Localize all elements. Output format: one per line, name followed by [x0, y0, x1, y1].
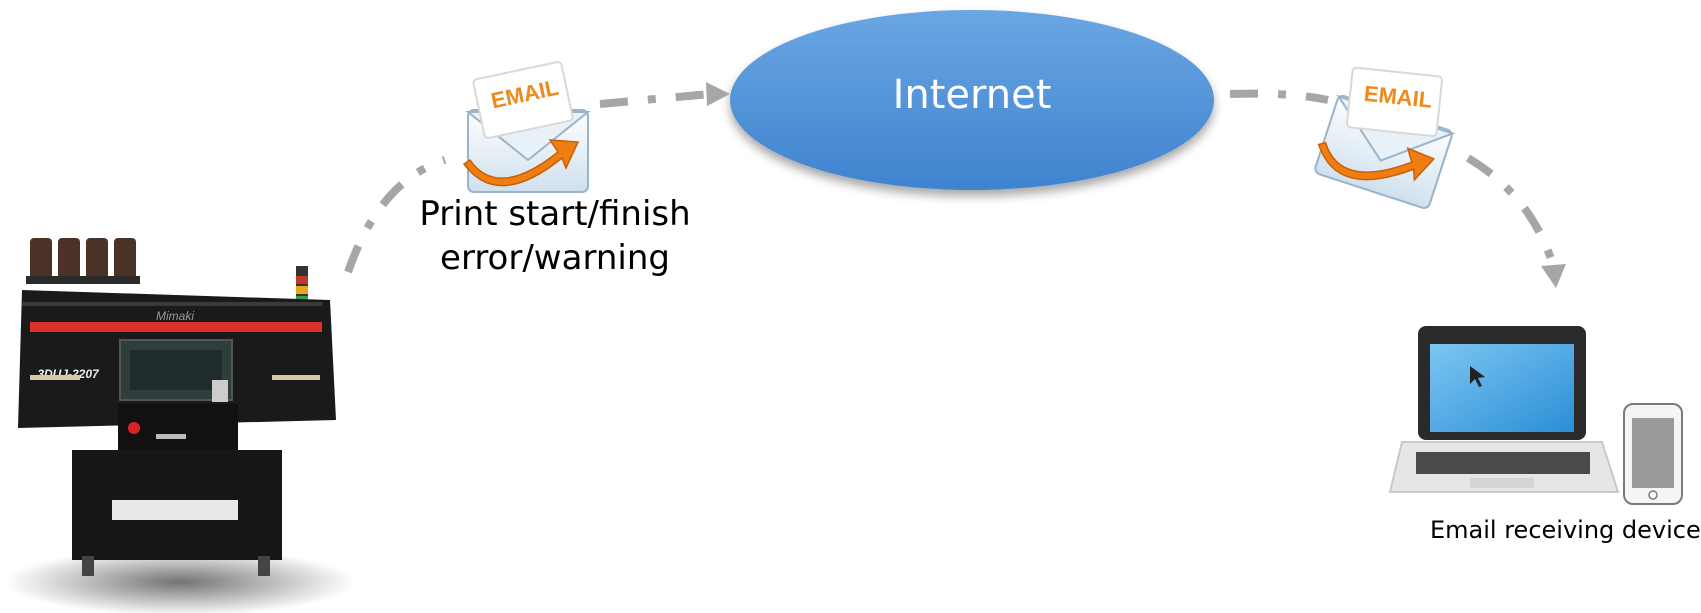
cursor-icon — [1470, 366, 1485, 387]
receiving-device-label: Email receiving device — [1430, 516, 1701, 544]
arrow-email-to-device — [1465, 154, 1556, 264]
arrow-printer-to-internet — [344, 156, 447, 274]
email-icon: EMAIL — [1314, 66, 1456, 209]
event-line-2: error/warning — [440, 238, 670, 278]
emergency-stop — [128, 422, 140, 434]
internet-label: Internet — [892, 72, 1052, 118]
laptop-screen — [1430, 344, 1574, 432]
ink-bottles — [26, 238, 140, 284]
smartphone-image — [1623, 403, 1683, 505]
email-icon: EMAIL — [462, 61, 591, 193]
event-line-1: Print start/finish — [419, 194, 691, 234]
printer-stripe — [30, 322, 322, 332]
printer-image: Mimaki 3DUJ-2207 — [5, 238, 355, 613]
arrowhead-internet — [706, 82, 730, 106]
internet-cloud — [730, 10, 1214, 190]
laptop-image — [1388, 326, 1620, 493]
svg-text:Mimaki: Mimaki — [156, 309, 194, 323]
arrow-email-to-internet — [599, 90, 711, 108]
arrowhead-device — [1541, 264, 1566, 288]
email-trigger-events-label: Print start/finish error/warning — [405, 192, 705, 280]
arrow-internet-to-email — [1229, 89, 1329, 104]
